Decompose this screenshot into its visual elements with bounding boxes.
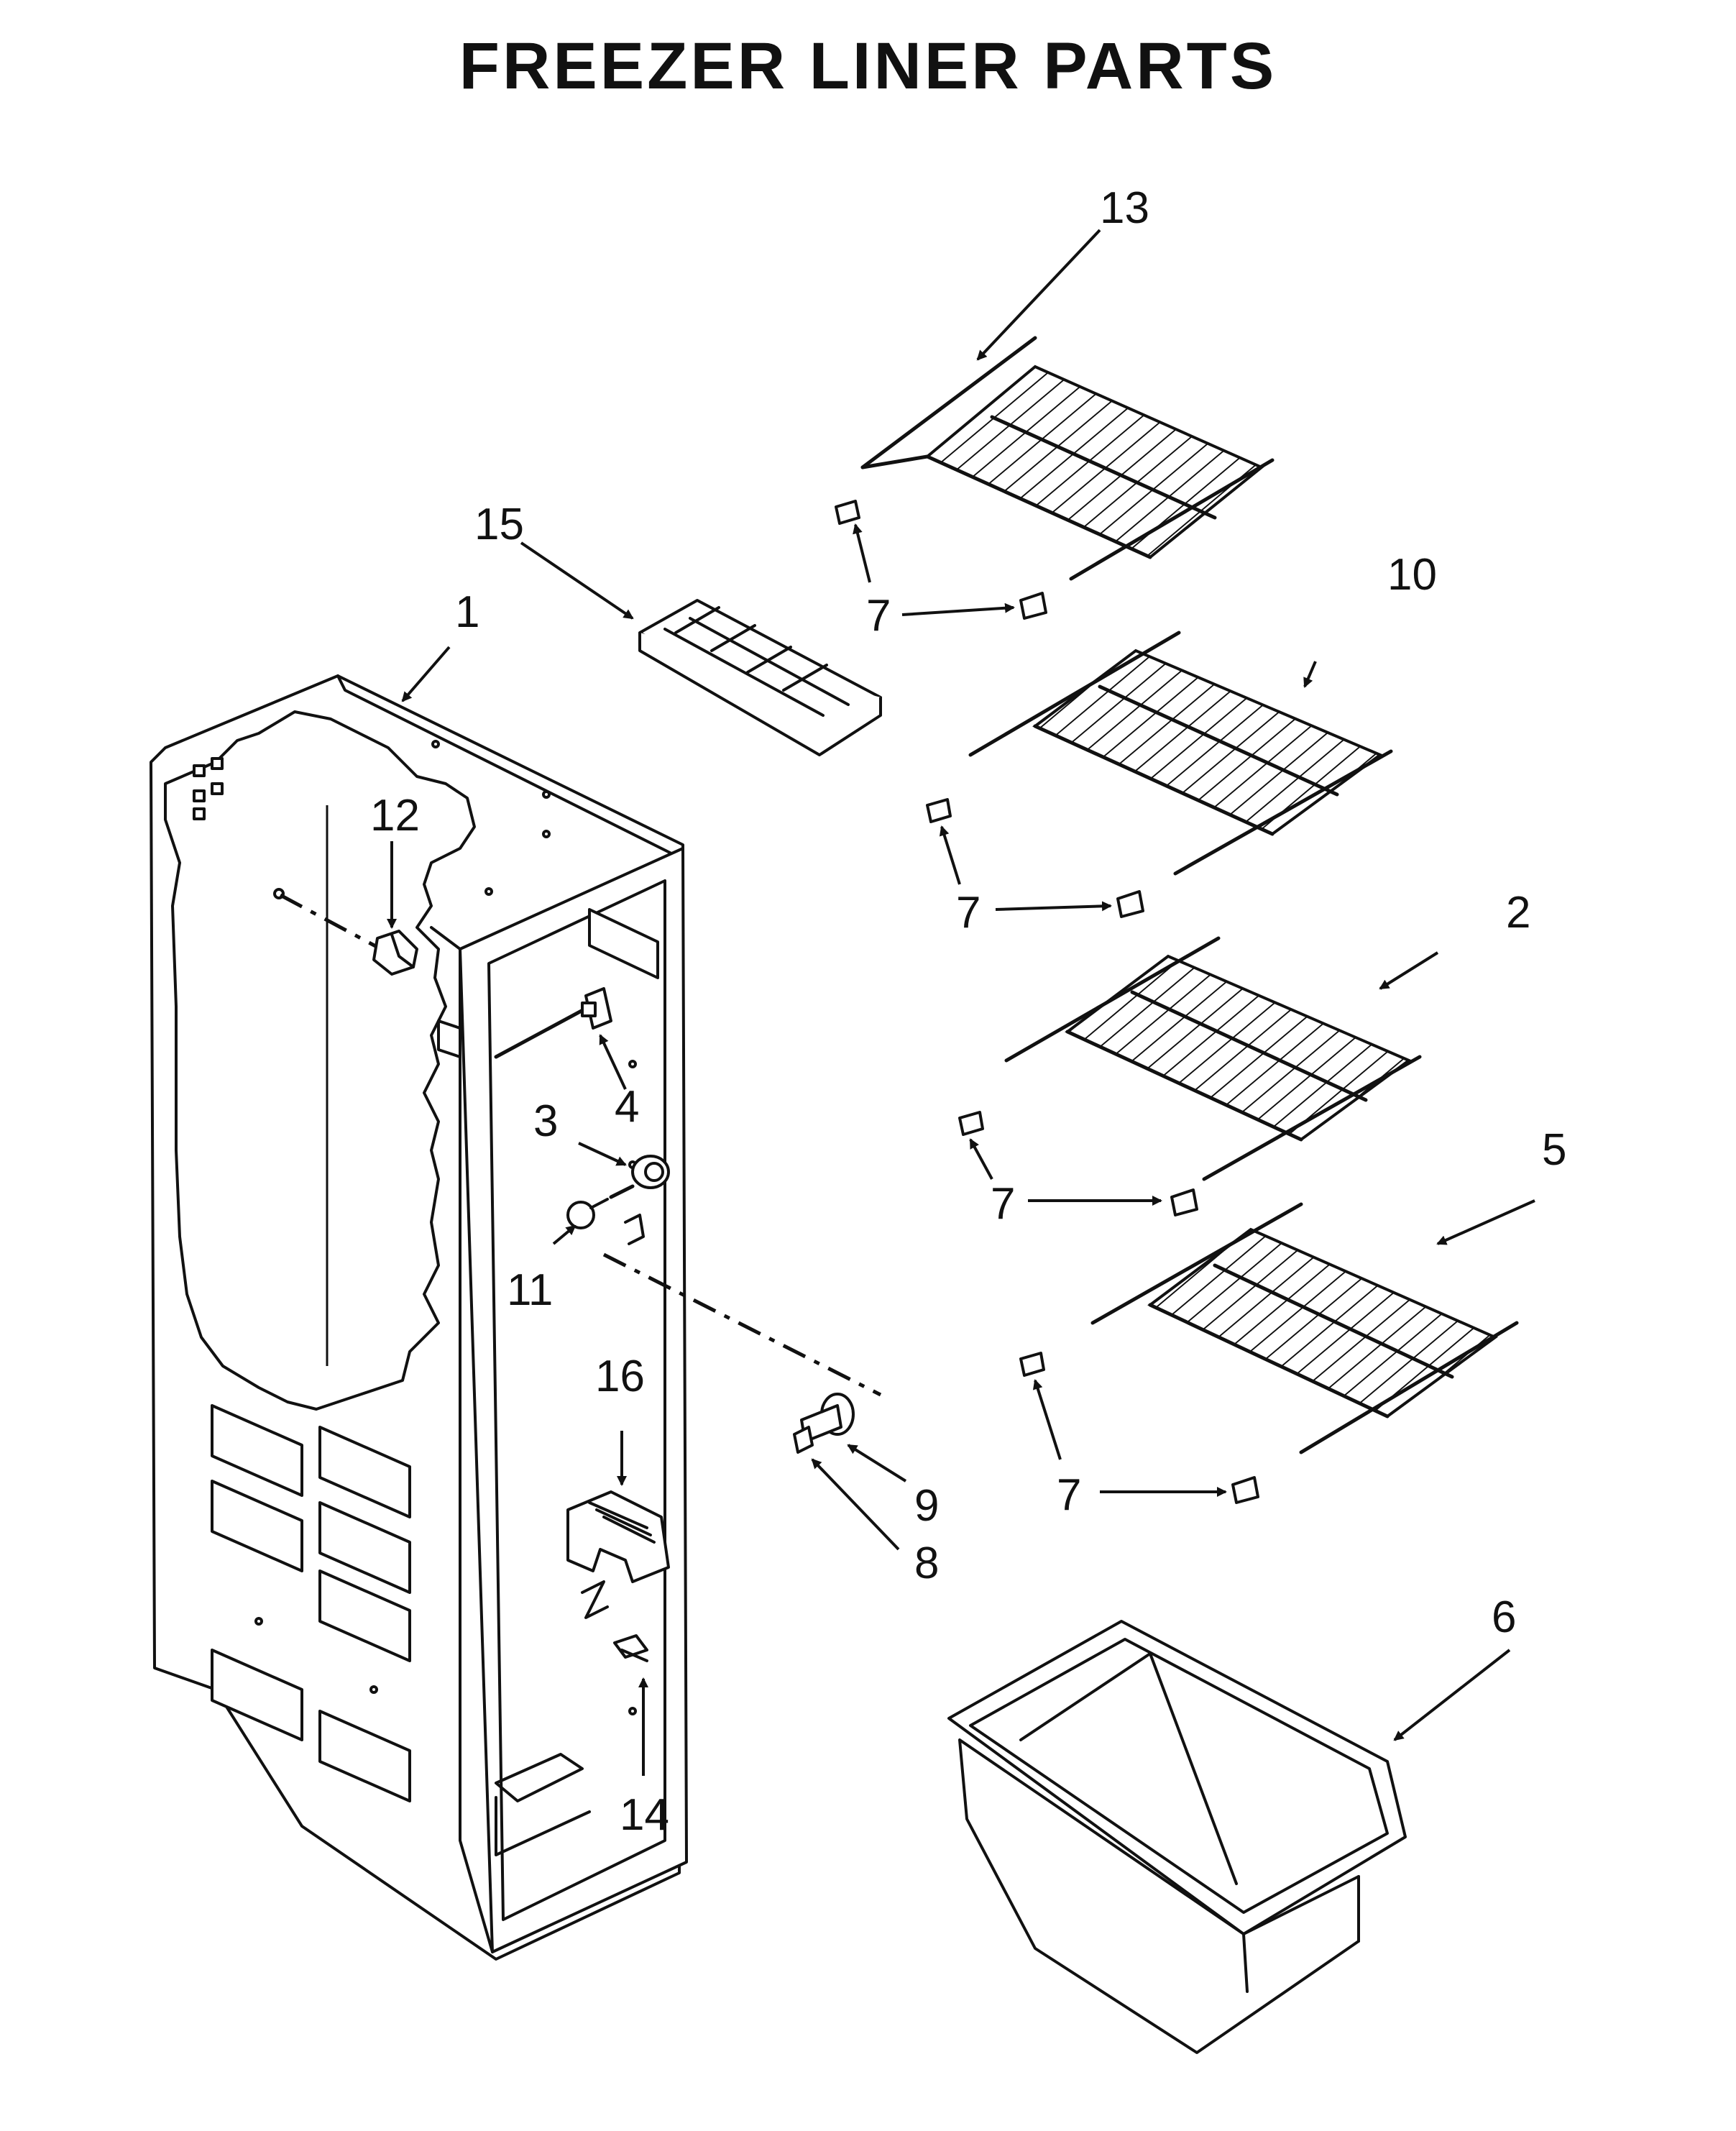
part-6-bin [947,1620,1407,2054]
callout-7-b: 7 [956,888,980,938]
leader-arrows [387,229,1535,1776]
part-3-socket [609,1155,670,1199]
callout-7-d: 7 [1057,1470,1081,1520]
part-16-cover [566,1490,670,1619]
callout-11: 11 [507,1265,553,1315]
diagram-title: FREEZER LINER PARTS [459,29,1277,103]
part-4-switch [494,987,612,1059]
part-15-ice-tray [638,599,882,756]
part-8-9-bolt [602,1214,882,1454]
part-7-bracket-a [835,500,1047,620]
part-5-shelf [1090,1202,1519,1454]
callout-3: 3 [533,1096,558,1146]
callout-15: 15 [474,500,524,549]
part-7-bracket-c [958,1111,1198,1216]
callout-2: 2 [1506,888,1530,938]
callout-16: 16 [595,1352,645,1401]
part-14-screw [613,1634,648,1662]
part-11-bulb [566,1198,609,1229]
callout-6: 6 [1492,1592,1516,1642]
callout-7-c: 7 [991,1179,1015,1229]
part-2-shelf [1004,936,1422,1181]
callout-4: 4 [615,1082,639,1132]
callout-12: 12 [370,791,420,840]
part-7-bracket-b [926,798,1144,918]
part-12-clip [273,888,418,976]
callout-9: 9 [914,1481,939,1531]
part-7-bracket-d [1019,1352,1259,1504]
callout-10: 10 [1387,550,1437,600]
callout-1: 1 [455,587,479,637]
freezer-liner [150,674,688,1961]
callout-5: 5 [1542,1125,1566,1175]
callout-7-a: 7 [866,591,891,641]
part-13-shelf [860,336,1275,581]
part-10-shelf [968,631,1393,876]
callout-13: 13 [1100,183,1149,233]
callout-8: 8 [914,1539,939,1588]
callout-14: 14 [620,1790,669,1840]
